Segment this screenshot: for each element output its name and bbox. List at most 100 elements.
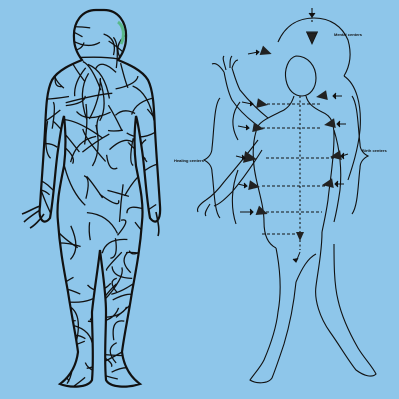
meridian-line — [31, 48, 50, 57]
right-figure-right-leg — [296, 232, 376, 376]
meridian-line — [32, 0, 48, 16]
meridian-line — [35, 68, 42, 85]
meridian-line — [35, 32, 42, 74]
meridian-line — [22, 34, 32, 53]
meridian-line — [24, 82, 47, 90]
meridian-line — [149, 38, 153, 84]
meridian-line — [132, 355, 165, 360]
meridian-line — [159, 173, 170, 185]
meridian-line — [0, 145, 21, 159]
meridian-line — [39, 40, 56, 65]
chakra-sacral-right-icon — [321, 178, 334, 190]
meridian-line — [17, 382, 21, 399]
meridian-line — [158, 71, 176, 78]
arrow-icon — [240, 209, 253, 215]
meridian-line — [36, 115, 38, 157]
flow-arrows — [236, 8, 348, 262]
meridian-line — [132, 19, 150, 53]
arrow-icon — [333, 93, 342, 99]
meridian-line — [14, 281, 23, 308]
meridian-line — [150, 357, 154, 374]
label-left-bracket: Healing centers — [174, 158, 205, 163]
meridian-line — [0, 306, 34, 332]
meridian-line — [31, 70, 32, 101]
arrow-icon — [242, 101, 253, 106]
meridian-line — [35, 0, 40, 14]
meridian-line — [23, 241, 26, 260]
meridian-line — [18, 268, 21, 297]
meridian-line — [146, 361, 172, 370]
chakra-brow-icon — [260, 46, 274, 59]
meridian-line — [148, 48, 153, 75]
meridian-line — [158, 40, 196, 58]
meridian-line — [31, 347, 48, 362]
label-right-lower: Birth centers — [362, 148, 387, 153]
meridian-line — [157, 313, 163, 358]
chakra-knee-icon — [296, 232, 304, 241]
meridian-line — [4, 134, 23, 138]
meridian-line — [39, 101, 41, 132]
right-figure-left-leg — [250, 248, 296, 383]
meridian-line — [16, 294, 44, 312]
meridian-line — [38, 101, 44, 132]
meridian-line — [19, 99, 34, 124]
meridian-line — [0, 100, 28, 109]
chakra-crown-icon — [306, 32, 318, 44]
arrow-icon — [337, 121, 346, 127]
arrow-icon — [238, 183, 247, 188]
meridian-line — [26, 284, 54, 306]
meridian-line — [66, 3, 67, 19]
arrow-icon — [293, 252, 300, 262]
arrow-icon — [248, 50, 259, 55]
meridian-line — [133, 314, 149, 318]
meridian-line — [32, 143, 43, 156]
lowered-hand-icon — [197, 200, 210, 216]
meridian-line — [96, 356, 101, 370]
meridian-line — [158, 349, 168, 368]
meridian-line — [39, 0, 66, 13]
meridian-line — [31, 87, 41, 122]
meridian-line — [127, 339, 146, 361]
left-figure — [0, 0, 196, 399]
arrow-icon — [236, 155, 245, 160]
arrow-icon — [335, 181, 344, 187]
right-figure-raised-arm — [224, 68, 268, 126]
meridian-line — [2, 344, 31, 362]
meridian-line — [134, 44, 145, 59]
meridian-line — [29, 240, 62, 247]
meridian-line — [11, 90, 31, 93]
right-figure — [197, 8, 376, 383]
meridian-line — [35, 321, 55, 360]
right-figure-side-arm — [334, 130, 341, 222]
right-feedback-loop — [344, 76, 360, 180]
meridian-line — [8, 232, 33, 234]
meridian-line — [108, 130, 123, 131]
meridian-line — [38, 354, 69, 382]
meridian-line — [145, 9, 156, 32]
meridian-line — [15, 332, 47, 339]
meridian-line — [1, 351, 38, 353]
meridian-line — [34, 278, 55, 290]
left-figure-silhouette — [40, 10, 161, 387]
meridian-line — [44, 8, 87, 12]
meridian-line — [19, 191, 33, 197]
meridian-line — [15, 52, 36, 86]
left-feedback-loop — [232, 102, 240, 224]
chakra-throat-left-icon — [256, 98, 269, 110]
raised-hand-icon — [212, 56, 238, 72]
meridian-line — [29, 70, 32, 89]
right-figure-head — [285, 56, 316, 96]
meridian-line — [13, 234, 56, 255]
arrow-icon — [238, 125, 249, 130]
meridian-line — [39, 320, 76, 322]
meridian-line — [10, 220, 41, 230]
meridian-line — [23, 71, 47, 77]
meridian-line — [144, 241, 157, 263]
label-top-right: Mental centers — [334, 32, 363, 37]
meridian-line — [159, 127, 191, 148]
meridian-line — [40, 295, 66, 301]
meridian-line — [22, 342, 35, 359]
arrow-icon — [341, 153, 348, 159]
